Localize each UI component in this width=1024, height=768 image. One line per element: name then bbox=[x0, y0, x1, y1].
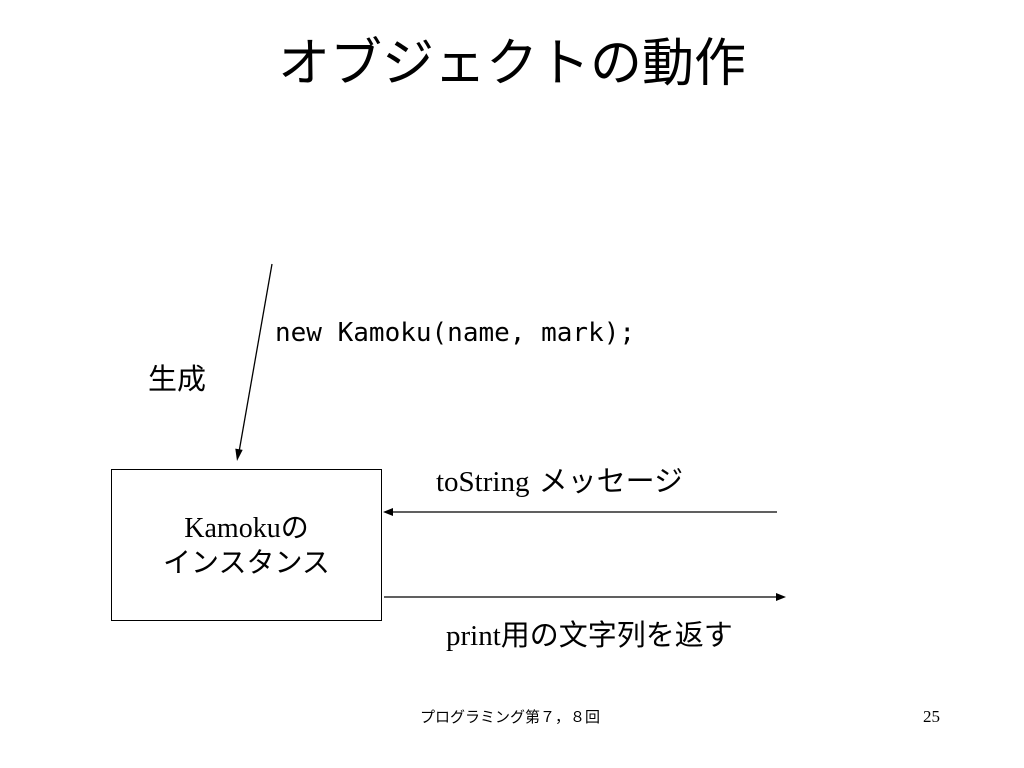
message-word: メッセージ bbox=[529, 464, 684, 498]
message-label: toString メッセージ bbox=[436, 462, 683, 501]
slide-footer: プログラミング第７，８回 bbox=[419, 708, 600, 726]
message-method: toString bbox=[436, 466, 530, 498]
class-name: Kamoku bbox=[184, 512, 281, 544]
instance-line-1: Kamokuの bbox=[184, 511, 308, 546]
instance-line-2: インスタンス bbox=[163, 545, 330, 579]
return-method: print bbox=[446, 620, 501, 652]
message-arrow bbox=[383, 508, 777, 516]
return-arrow bbox=[384, 593, 786, 601]
page-number: 25 bbox=[923, 707, 940, 726]
create-arrow bbox=[235, 263, 273, 461]
return-description: 用の文字列を返す bbox=[500, 618, 733, 652]
particle-no: の bbox=[280, 510, 309, 544]
instance-box: Kamokuの インスタンス bbox=[111, 469, 382, 621]
create-label: 生成 bbox=[148, 362, 207, 396]
return-label: print用の文字列を返す bbox=[446, 616, 733, 655]
slide-title: オブジェクトの動作 bbox=[277, 34, 746, 94]
constructor-code: new Kamoku(name, mark); bbox=[275, 318, 636, 348]
